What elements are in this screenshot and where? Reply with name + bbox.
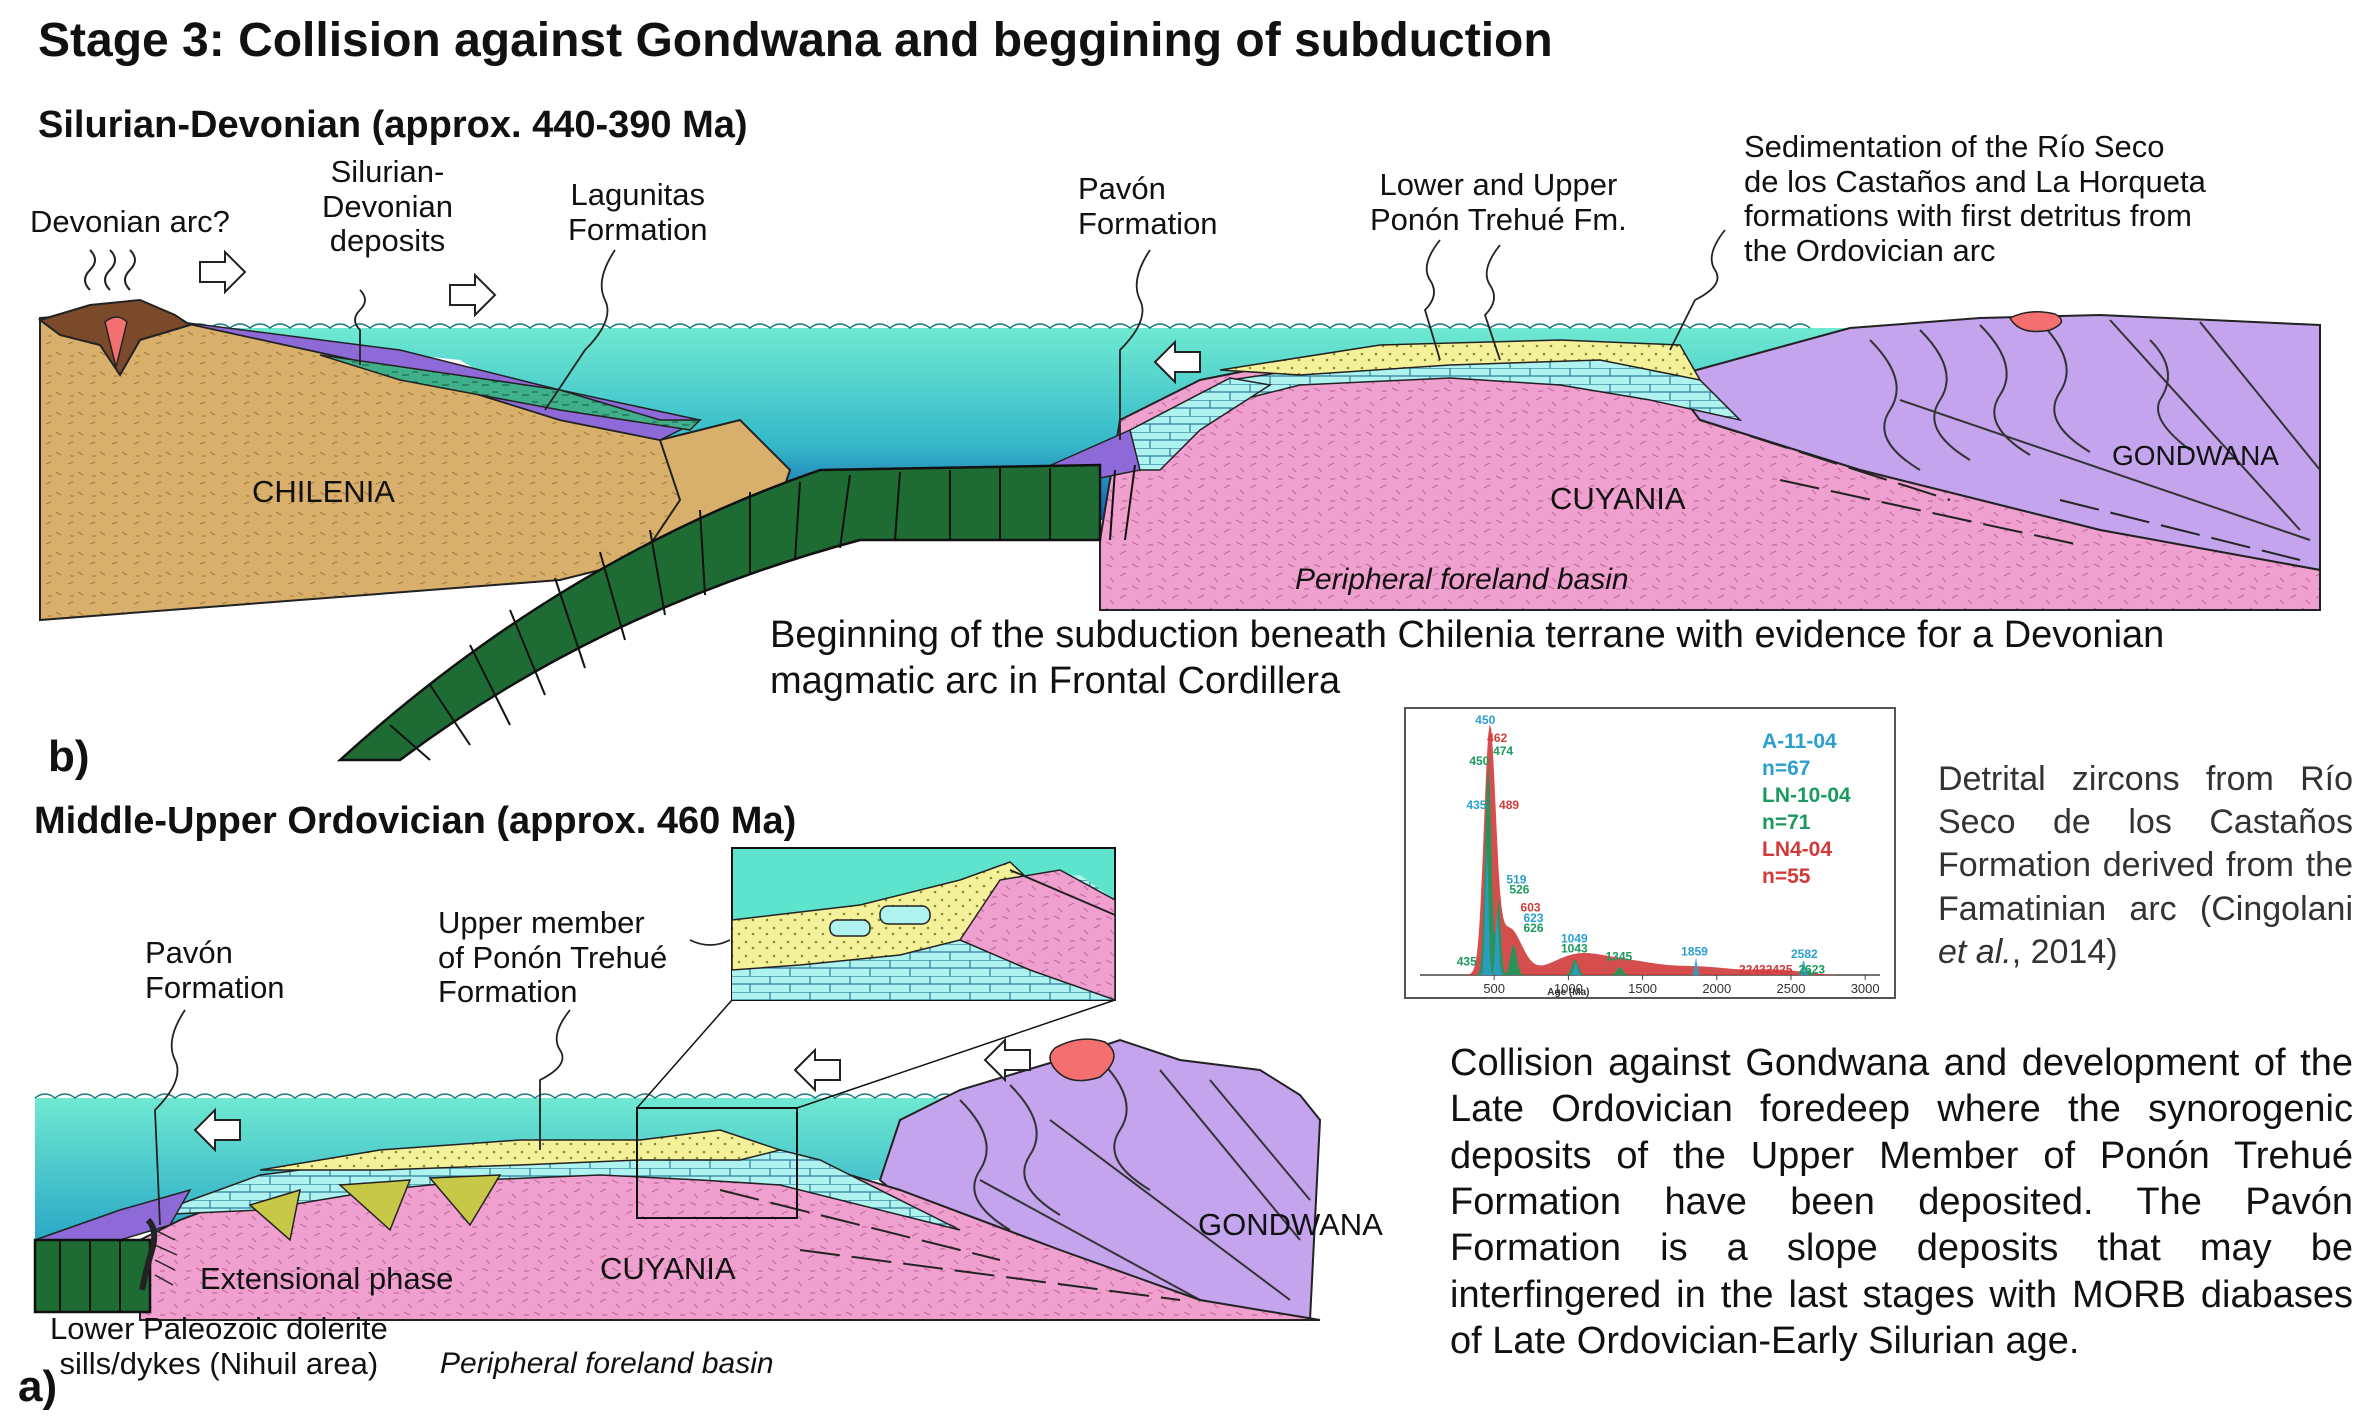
panel-b-cross-section bbox=[37, 229, 2321, 762]
gondwana-folds-b bbox=[1869, 319, 2321, 541]
label-gondwana-a: GONDWANA bbox=[1198, 1207, 1383, 1242]
chart-peak-label: 1345 bbox=[1605, 949, 1632, 963]
panel-a-cross-section bbox=[33, 847, 1322, 1322]
label-lagunitas-formation: Lagunitas Formation bbox=[568, 177, 708, 247]
label-ponon-trehue-b: Lower and Upper Ponón Trehué Fm. bbox=[1370, 167, 1627, 237]
movement-arrows-b bbox=[199, 249, 497, 318]
chart-peak-label: 462 bbox=[1487, 731, 1507, 745]
label-leaders-a bbox=[154, 939, 731, 1226]
label-leaders-b bbox=[354, 229, 1726, 440]
oceanic-slab-a bbox=[33, 1238, 152, 1314]
label-chilenia: CHILENIA bbox=[252, 474, 395, 509]
lagunitas-green-b bbox=[319, 354, 702, 431]
cuyania-thrusts-b bbox=[1699, 419, 2301, 561]
chart-legend-entry: A-11-04 bbox=[1762, 730, 1837, 753]
cuyania-thrusts-a bbox=[719, 1189, 1181, 1301]
granite-body-b bbox=[2008, 311, 2063, 333]
label-extensional-phase: Extensional phase bbox=[200, 1261, 454, 1296]
zircon-chart: 500 1000 1500 2000 2500 3000 Age (Ma) 450 46247… bbox=[1404, 707, 1896, 999]
chart-tick-label: 3000 bbox=[1851, 981, 1880, 996]
label-foreland-a: Peripheral foreland basin bbox=[440, 1347, 774, 1380]
panel-b-period: Silurian-Devonian (approx. 440-390 Ma) bbox=[38, 104, 748, 146]
slab-segments bbox=[389, 468, 1051, 761]
chart-x-axis-label: Age (Ma) bbox=[1547, 987, 1589, 998]
chart-peak-label: 1049 bbox=[1561, 931, 1588, 945]
arc-magma-b bbox=[104, 316, 128, 368]
push-arrow-a bbox=[193, 1107, 241, 1153]
chart-peak-label: 623 bbox=[1524, 911, 1544, 925]
chart-tick-label: 1500 bbox=[1628, 981, 1657, 996]
chart-peak-label: 603 bbox=[1521, 901, 1541, 915]
chart-peak-label: 1043 bbox=[1561, 942, 1588, 956]
movement-arrows-a bbox=[793, 1037, 1031, 1093]
chart-peak-label: 526 bbox=[1509, 883, 1529, 897]
gondwana-folds-a bbox=[959, 1059, 1311, 1301]
chart-legend-entry: n=71 bbox=[1762, 811, 1811, 834]
chart-peak-label: 489 bbox=[1499, 798, 1519, 812]
subducting-slab bbox=[336, 463, 1102, 762]
fault-ticks-b bbox=[1109, 464, 1136, 541]
granite-body-a bbox=[1049, 1038, 1115, 1082]
slope-limestone-b bbox=[1129, 377, 1273, 471]
chart-area-ln-10-04 bbox=[1464, 764, 1836, 975]
inset-locator-box bbox=[636, 1107, 798, 1219]
label-upper-member: Upper member of Ponón Trehué Formation bbox=[438, 905, 668, 1010]
dolerite-dyke bbox=[139, 1217, 158, 1291]
chart-legend-entry: LN-10-04 bbox=[1762, 784, 1851, 807]
panel-a-letter: a) bbox=[18, 1362, 58, 1411]
chart-tick-label: 2500 bbox=[1777, 981, 1806, 996]
figure-title: Stage 3: Collision against Gondwana and … bbox=[38, 14, 1553, 67]
chart-tick-label: 500 bbox=[1483, 981, 1505, 996]
chart-peak-label: 435 bbox=[1457, 955, 1477, 969]
chart-peak-label: 2243 bbox=[1739, 962, 1766, 976]
chart-peak-label: 2425 bbox=[1766, 962, 1793, 976]
label-pavon-formation-a: Pavón Formation bbox=[145, 935, 285, 1005]
label-gondwana-b: GONDWANA bbox=[2112, 440, 2279, 471]
wave-line-b bbox=[169, 323, 1811, 329]
ponon-trehue-yellow-b bbox=[1219, 339, 1702, 382]
extensional-wedges bbox=[248, 1174, 502, 1242]
wave-line-a bbox=[34, 1093, 1036, 1099]
chart-peak-label: 519 bbox=[1506, 872, 1526, 886]
panel-a-caption: Collision against Gondwana and developme… bbox=[1450, 1042, 2353, 1363]
push-arrow-b bbox=[1153, 339, 1201, 385]
chart-tick-label: 1000 bbox=[1554, 981, 1583, 996]
label-dolerite: Lower Paleozoic dolerite sills/dykes (Ni… bbox=[50, 1311, 388, 1381]
chart-legend-entry: n=55 bbox=[1762, 865, 1811, 888]
chart-peak-label: 1859 bbox=[1681, 944, 1708, 958]
dyke-hatch bbox=[154, 1229, 178, 1286]
chart-legend-entry: LN4-04 bbox=[1762, 838, 1832, 861]
chart-peak-label: 435 bbox=[1466, 798, 1486, 812]
chart-legend-entry: n=67 bbox=[1762, 757, 1810, 780]
upper-member-yellow-a bbox=[259, 1129, 783, 1171]
label-cuyania-b: CUYANIA bbox=[1550, 481, 1686, 516]
volcanic-fumes bbox=[84, 249, 136, 291]
label-pavon-formation-b: Pavón Formation bbox=[1078, 171, 1218, 241]
label-cuyania-a: CUYANIA bbox=[600, 1251, 736, 1286]
inset-connector-right bbox=[796, 999, 1116, 1109]
panel-b-letter: b) bbox=[48, 732, 90, 781]
chart-x-ticks: 500 1000 1500 2000 2500 3000 Age (Ma) bbox=[1483, 975, 1880, 998]
label-foreland-b: Peripheral foreland basin bbox=[1295, 563, 1629, 596]
panel-a-period: Middle-Upper Ordovician (approx. 460 Ma) bbox=[34, 800, 797, 842]
inset-connector-left bbox=[636, 999, 733, 1109]
panel-b-caption: Beginning of the subduction beneath Chil… bbox=[770, 614, 2165, 703]
zircon-note: Detrital zircons from Río Seco de los Ca… bbox=[1938, 760, 2354, 971]
label-devonian-arc: Devonian arc? bbox=[30, 204, 230, 239]
chart-peak-label: 450 bbox=[1475, 713, 1495, 727]
chart-peak-label: 626 bbox=[1524, 921, 1544, 935]
chart-tick-label: 2000 bbox=[1702, 981, 1731, 996]
label-sedimentation: Sedimentation of the Río Seco de los Cas… bbox=[1744, 129, 2206, 269]
label-silurian-devonian-deposits: Silurian- Devonian deposits bbox=[322, 154, 453, 259]
chart-peak-label: 2623 bbox=[1798, 962, 1825, 976]
chart-plot-area bbox=[1420, 724, 1880, 976]
chart-peak-label: 474 bbox=[1493, 744, 1513, 758]
slab-segments-a bbox=[59, 1240, 121, 1312]
chart-peak-label: 2582 bbox=[1791, 947, 1818, 961]
chart-peak-label: 450 bbox=[1469, 754, 1489, 768]
inset-detail bbox=[731, 847, 1116, 1002]
